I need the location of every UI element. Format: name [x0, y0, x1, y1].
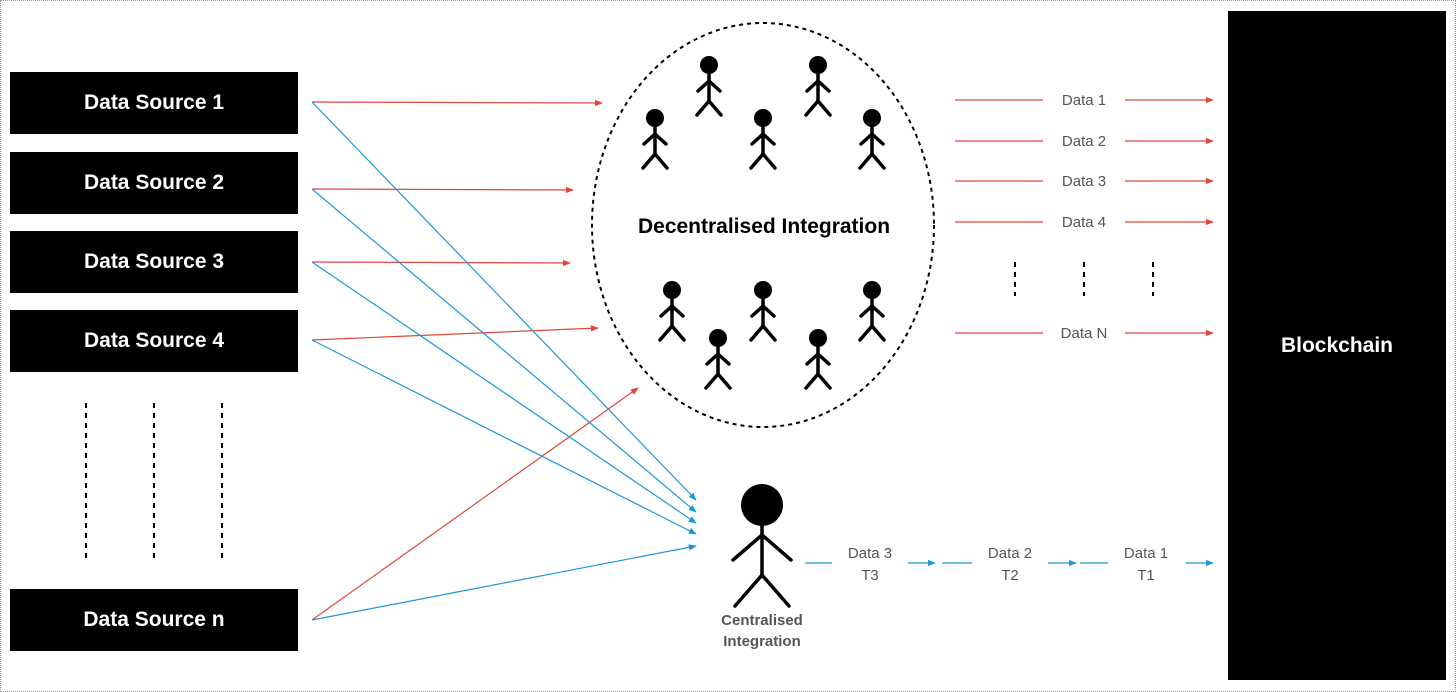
blockchain-label: Blockchain [1280, 333, 1394, 357]
centralised-label-line2: Integration [723, 633, 801, 650]
output-label-data-3: Data 3 [1062, 173, 1106, 190]
data-source-4-box: Data Source 4 [10, 310, 298, 372]
arrow-source3-to-decentralised [311, 259, 571, 267]
central-output-2-line1: Data 2 [988, 545, 1032, 562]
data-source-1-label: Data Source 1 [83, 91, 225, 114]
person-icon [658, 279, 686, 342]
central-output-3-line2: T1 [1137, 567, 1155, 584]
arrow-source4-to-decentralised [311, 325, 599, 341]
arrow-source1-to-centralised [311, 101, 697, 501]
person-icon [858, 107, 886, 170]
arrow-source1-to-decentralised [311, 99, 603, 107]
central-output-3-line1: Data 1 [1124, 545, 1168, 562]
person-icon [804, 54, 832, 117]
data-source-1-box: Data Source 1 [10, 72, 298, 134]
data-source-3-box: Data Source 3 [10, 231, 298, 293]
output-label-data-1: Data 1 [1062, 92, 1106, 109]
arrow-source4-to-centralised [311, 339, 697, 535]
person-icon [704, 327, 732, 390]
person-icon [695, 54, 723, 117]
data-source-n-box: Data Source n [10, 589, 298, 651]
arrow-source2-to-decentralised [311, 186, 574, 194]
person-icon [641, 107, 669, 170]
arrow-source2-to-centralised [311, 188, 697, 513]
data-source-3-label: Data Source 3 [83, 250, 225, 273]
central-output-1-line2: T3 [861, 567, 879, 584]
person-icon [749, 107, 777, 170]
person-icon [804, 327, 832, 390]
decentralised-ellipse [591, 22, 935, 428]
person-icon [749, 279, 777, 342]
central-output-1-line1: Data 3 [848, 545, 892, 562]
output-label-data-2: Data 2 [1062, 133, 1106, 150]
output-label-data-n: Data N [1061, 325, 1108, 342]
data-source-2-label: Data Source 2 [83, 171, 225, 194]
central-output-2-line2: T2 [1001, 567, 1019, 584]
person-icon [858, 279, 886, 342]
arrow-sourcen-to-decentralised [311, 387, 639, 621]
output-label-data-4: Data 4 [1062, 214, 1106, 231]
arrow-sourcen-to-centralised [311, 544, 697, 621]
data-source-n-label: Data Source n [83, 608, 225, 631]
data-source-4-label: Data Source 4 [83, 329, 225, 352]
arrow-source3-to-centralised [311, 261, 697, 524]
centralised-label-line1: Centralised [721, 612, 803, 629]
centralised-person-icon [731, 484, 793, 608]
decentralised-label: Decentralised Integration [638, 215, 890, 238]
data-source-2-box: Data Source 2 [10, 152, 298, 214]
blockchain-box: Blockchain [1228, 11, 1446, 680]
